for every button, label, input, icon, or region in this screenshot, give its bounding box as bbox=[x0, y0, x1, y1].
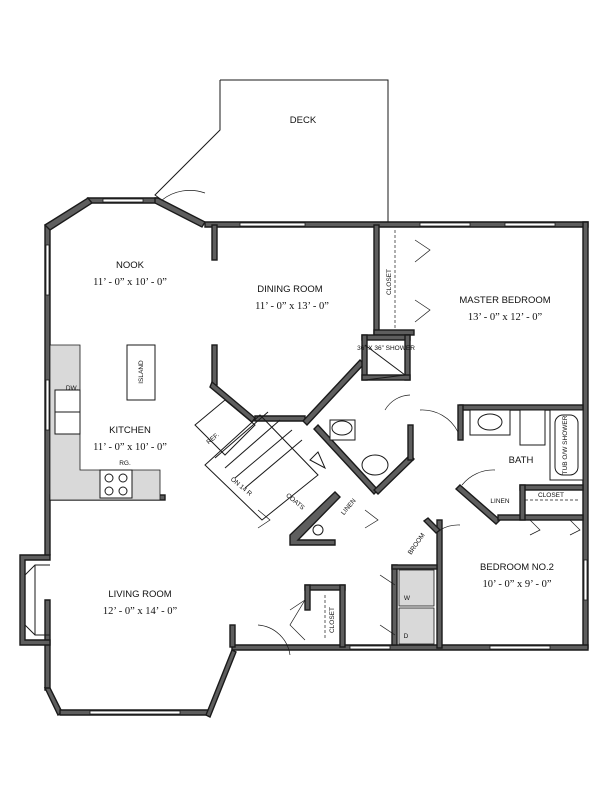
doors bbox=[257, 239, 581, 656]
nook-dims: 11’ - 0” x 10’ - 0” bbox=[93, 277, 167, 288]
kitchen-counter bbox=[49, 344, 161, 501]
linen-label: LINEN bbox=[490, 498, 509, 505]
island-label: ISLAND bbox=[138, 360, 145, 384]
deck bbox=[154, 79, 389, 225]
broom-label: BROOM bbox=[407, 532, 427, 556]
nook-label: NOOK bbox=[116, 260, 145, 271]
bath-label: BATH bbox=[509, 455, 534, 466]
dining-label: DINING ROOM bbox=[257, 284, 323, 295]
bedroom2-closet-label: CLOSET bbox=[538, 492, 564, 499]
stairs-label: ON 14 R bbox=[229, 476, 253, 498]
refrigerator-label: REF. bbox=[205, 432, 220, 447]
dining-dims: 11’ - 0” x 13’ - 0” bbox=[255, 301, 329, 312]
master-closet-label: CLOSET bbox=[386, 269, 393, 295]
laundry bbox=[398, 569, 435, 645]
range-label: RG. bbox=[119, 460, 131, 467]
island bbox=[126, 344, 156, 401]
shower-label: 36” x 36” SHOWER bbox=[357, 345, 415, 352]
tub-label: TUB o/w SHOWER bbox=[562, 415, 569, 474]
bath-fixtures bbox=[329, 344, 584, 481]
master-dims: 13’ - 0” x 12’ - 0” bbox=[468, 312, 543, 323]
living-label: LIVING ROOM bbox=[108, 589, 171, 600]
kitchen-dims: 11’ - 0” x 10’ - 0” bbox=[93, 442, 167, 453]
coats-label: COATS bbox=[284, 492, 306, 512]
stairs bbox=[194, 399, 341, 546]
bedroom2-dims: 10’ - 0” x 9’ - 0” bbox=[483, 579, 552, 590]
living-dims: 12’ - 0” x 14’ - 0” bbox=[103, 606, 178, 617]
bedroom2-label: BEDROOM No.2 bbox=[480, 562, 554, 573]
washer-label: W bbox=[404, 595, 411, 602]
kitchen-label: KITCHEN bbox=[109, 425, 151, 436]
coat-closet-label: CLOSET bbox=[329, 607, 336, 633]
dishwasher-label: DW. bbox=[66, 385, 78, 392]
closet-rods bbox=[324, 230, 580, 640]
windows bbox=[45, 198, 588, 715]
master-label: MASTER BEDROOM bbox=[459, 295, 550, 306]
dryer-label: D bbox=[404, 633, 409, 640]
deck-label: DECK bbox=[290, 115, 317, 126]
hall-linen-label: LINEN bbox=[340, 497, 358, 516]
